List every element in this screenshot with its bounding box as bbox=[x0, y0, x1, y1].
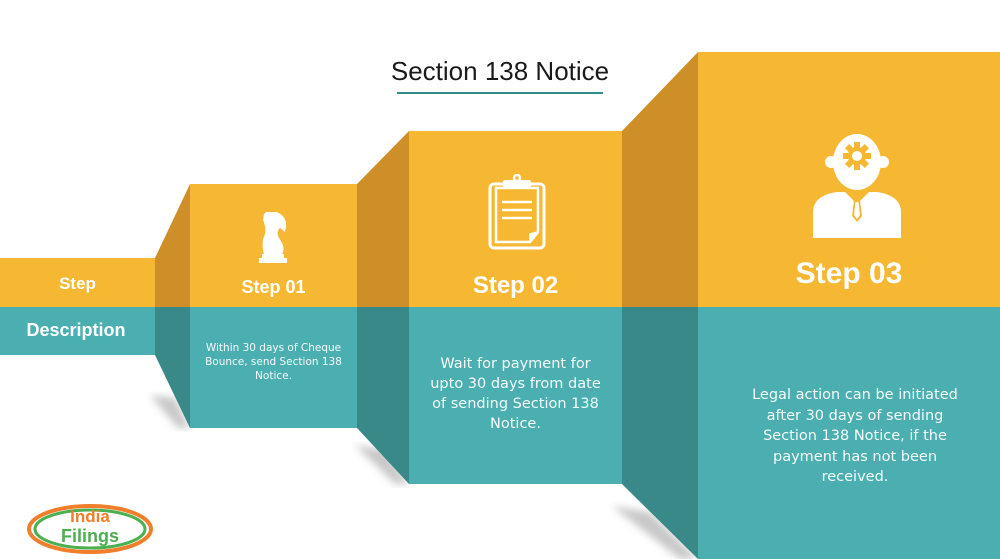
row-label-step: Step bbox=[59, 274, 96, 293]
connector-2-bottom bbox=[357, 307, 409, 484]
connector-3-top bbox=[622, 52, 698, 307]
connector-2-top bbox=[357, 131, 409, 307]
shadow-2 bbox=[355, 445, 409, 484]
logo-text-india: India bbox=[70, 507, 110, 526]
shadow-1 bbox=[150, 395, 190, 428]
businessman-gear-icon bbox=[811, 132, 903, 238]
step-03-description: Legal action can be initiated after 30 d… bbox=[752, 387, 958, 485]
step-02-bottom-block bbox=[409, 307, 622, 484]
step-02-label: Step 02 bbox=[472, 272, 559, 299]
step-row-label-block bbox=[0, 258, 155, 307]
step-01-description: Within 30 days of Cheque Bounce, send Se… bbox=[205, 342, 342, 382]
row-label-description: Description bbox=[26, 320, 126, 340]
connector-1-bottom bbox=[155, 307, 190, 428]
step-03-bottom-block bbox=[698, 307, 1000, 559]
logo-text-filings: Filings bbox=[61, 526, 119, 546]
step-01-label: Step 01 bbox=[241, 277, 306, 297]
india-filings-logo: India Filings bbox=[26, 503, 154, 555]
page-title: Section 138 Notice bbox=[390, 56, 610, 86]
step-03-label: Step 03 bbox=[795, 257, 903, 290]
step-02-description: Wait for payment for upto 30 days from d… bbox=[430, 356, 601, 432]
connector-3-bottom bbox=[622, 307, 698, 559]
shadow-3 bbox=[612, 506, 698, 559]
step-01-bottom-block bbox=[190, 307, 357, 428]
clipboard-icon bbox=[487, 174, 547, 250]
connector-1-top bbox=[155, 184, 190, 307]
title-underline bbox=[397, 92, 603, 94]
logo-ellipse-icon bbox=[27, 504, 153, 554]
description-row-label-block bbox=[0, 307, 155, 355]
chess-knight-icon bbox=[256, 210, 290, 264]
